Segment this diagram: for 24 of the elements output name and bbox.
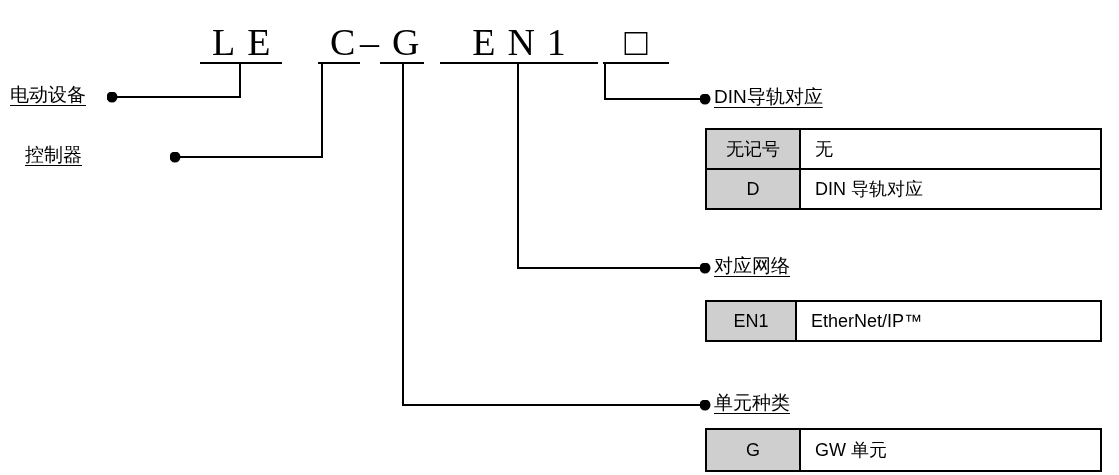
leader-line [169, 63, 323, 163]
code-segment: G [380, 22, 424, 64]
option-code-cell: D [705, 168, 801, 210]
code-segment: LE [200, 22, 282, 64]
option-code-cell: EN1 [705, 300, 797, 342]
category-heading: DIN导轨对应 [705, 85, 830, 109]
leader-line [106, 63, 241, 103]
code-segment: EN1 [440, 22, 598, 64]
option-description-cell: EtherNet/IP™ [795, 300, 1102, 342]
option-description-cell: GW 单元 [799, 428, 1102, 472]
option-description-cell: DIN 导轨对应 [799, 168, 1102, 210]
leader-line [517, 63, 711, 274]
leader-line [604, 63, 711, 105]
category-heading: 单元种类 [705, 391, 800, 415]
code-segment: C [318, 22, 360, 64]
code-separator: – [360, 22, 381, 62]
category-heading: 对应网络 [705, 254, 800, 278]
option-description-cell: 无 [799, 128, 1102, 170]
category-heading: 电动设备 [10, 83, 112, 107]
leader-line [402, 63, 711, 411]
category-heading: 控制器 [25, 143, 175, 167]
option-code-cell: G [705, 428, 801, 472]
option-code-cell: 无记号 [705, 128, 801, 170]
code-segment: □ [603, 22, 669, 64]
